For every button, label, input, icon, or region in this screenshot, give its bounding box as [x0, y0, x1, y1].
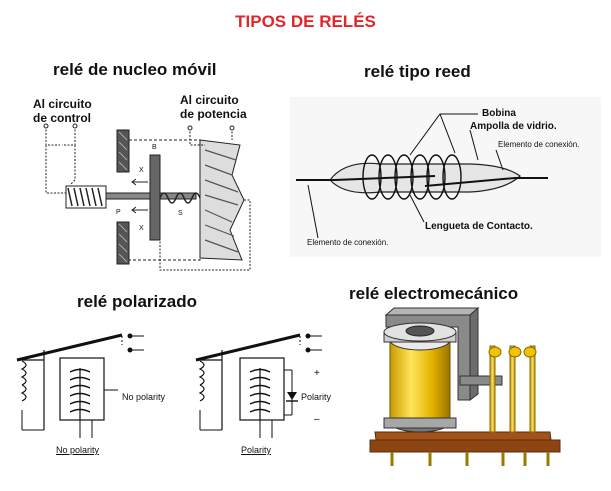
- nucleo-movil-heading: relé de nucleo móvil: [53, 60, 217, 79]
- mark-s: S: [178, 210, 183, 217]
- reed-ampolla-label: Ampolla de vidrio.: [470, 121, 557, 132]
- no-polarity-caption: No polarity: [56, 445, 100, 455]
- electromecanico-heading: relé electromecánico: [349, 284, 519, 303]
- control-circuit-label: Al circuito de control: [33, 97, 92, 125]
- reed-elemento-right-label: Elemento de conexión.: [498, 140, 580, 149]
- polarity-caption: Polarity: [241, 445, 272, 455]
- polarity-side-label: Polarity: [301, 392, 332, 402]
- mark-p: P: [116, 209, 121, 216]
- mark-x-bottom: X: [139, 225, 144, 232]
- plus-sign: +: [314, 368, 320, 379]
- reed-lengueta-label: Lengueta de Contacto.: [425, 221, 533, 232]
- mark-x-top: X: [139, 167, 144, 174]
- reed-heading: relé tipo reed: [364, 62, 471, 81]
- reed-bobina-label: Bobina: [482, 108, 516, 119]
- reed-elemento-left-label: Elemento de conexión.: [307, 238, 389, 247]
- polarizado-heading: relé polarizado: [77, 292, 197, 311]
- mark-b: B: [152, 144, 157, 151]
- minus-sign: –: [314, 414, 320, 425]
- power-circuit-label: Al circuito de potencia: [180, 93, 247, 121]
- no-polarity-side-label: No polarity: [122, 392, 166, 402]
- page-title: TIPOS DE RELÉS: [235, 12, 376, 31]
